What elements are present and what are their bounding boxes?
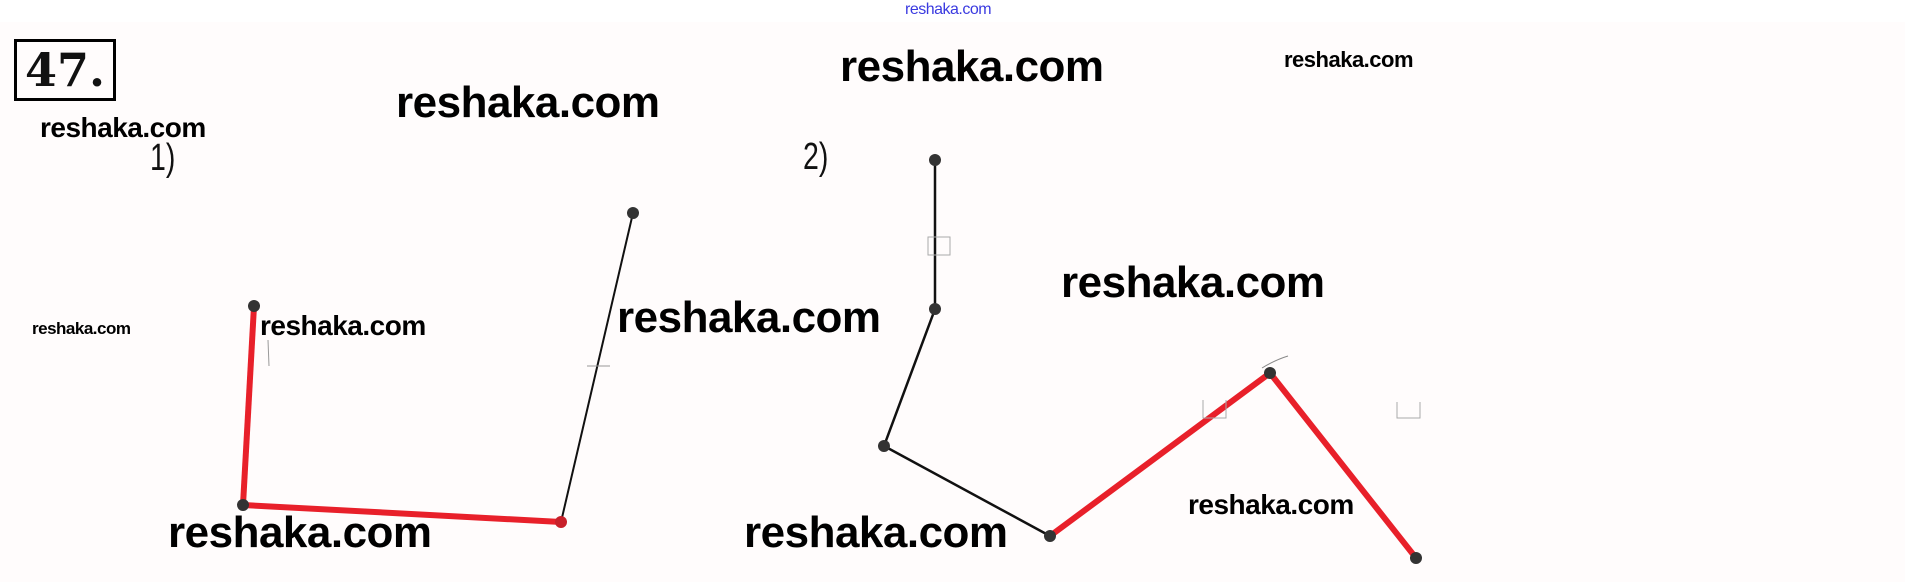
segment-b-c <box>242 502 562 525</box>
site-link[interactable]: reshaka.com <box>905 1 992 18</box>
watermark: reshaka.com <box>32 319 131 338</box>
figure-1-label: 1) <box>150 137 176 179</box>
point-a <box>248 300 260 312</box>
black-polyline <box>882 160 1051 538</box>
point-d <box>627 207 639 219</box>
watermark: reshaka.com <box>840 42 1104 91</box>
right-angle-mark <box>1396 402 1421 419</box>
top-bar: reshaka.com <box>0 0 1905 22</box>
point-p3 <box>878 440 890 452</box>
watermark: reshaka.com <box>40 112 206 143</box>
point-c <box>555 516 567 528</box>
problem-number: 47. <box>14 39 116 101</box>
watermark: reshaka.com <box>617 293 881 342</box>
watermark: reshaka.com <box>396 78 660 127</box>
figure-2-label: 2) <box>803 136 829 178</box>
watermark: reshaka.com <box>1061 258 1325 307</box>
point-p2 <box>929 303 941 315</box>
right-angle-mark <box>927 236 951 256</box>
point-p1 <box>929 154 941 166</box>
segment-a-b <box>240 305 257 506</box>
watermark: reshaka.com <box>260 310 426 341</box>
point-p6 <box>1410 552 1422 564</box>
tick-mark <box>267 339 270 367</box>
point-b <box>237 499 249 511</box>
watermark: reshaka.com <box>1188 489 1354 520</box>
arc-mark <box>1261 355 1289 369</box>
watermark: reshaka.com <box>168 508 432 557</box>
watermark: reshaka.com <box>744 508 1008 557</box>
watermark: reshaka.com <box>1284 47 1414 72</box>
point-p5 <box>1264 367 1276 379</box>
right-angle-mark <box>1202 400 1227 419</box>
segment-c-d <box>560 212 634 523</box>
point-p4 <box>1044 530 1056 542</box>
red-polyline <box>1048 368 1419 560</box>
